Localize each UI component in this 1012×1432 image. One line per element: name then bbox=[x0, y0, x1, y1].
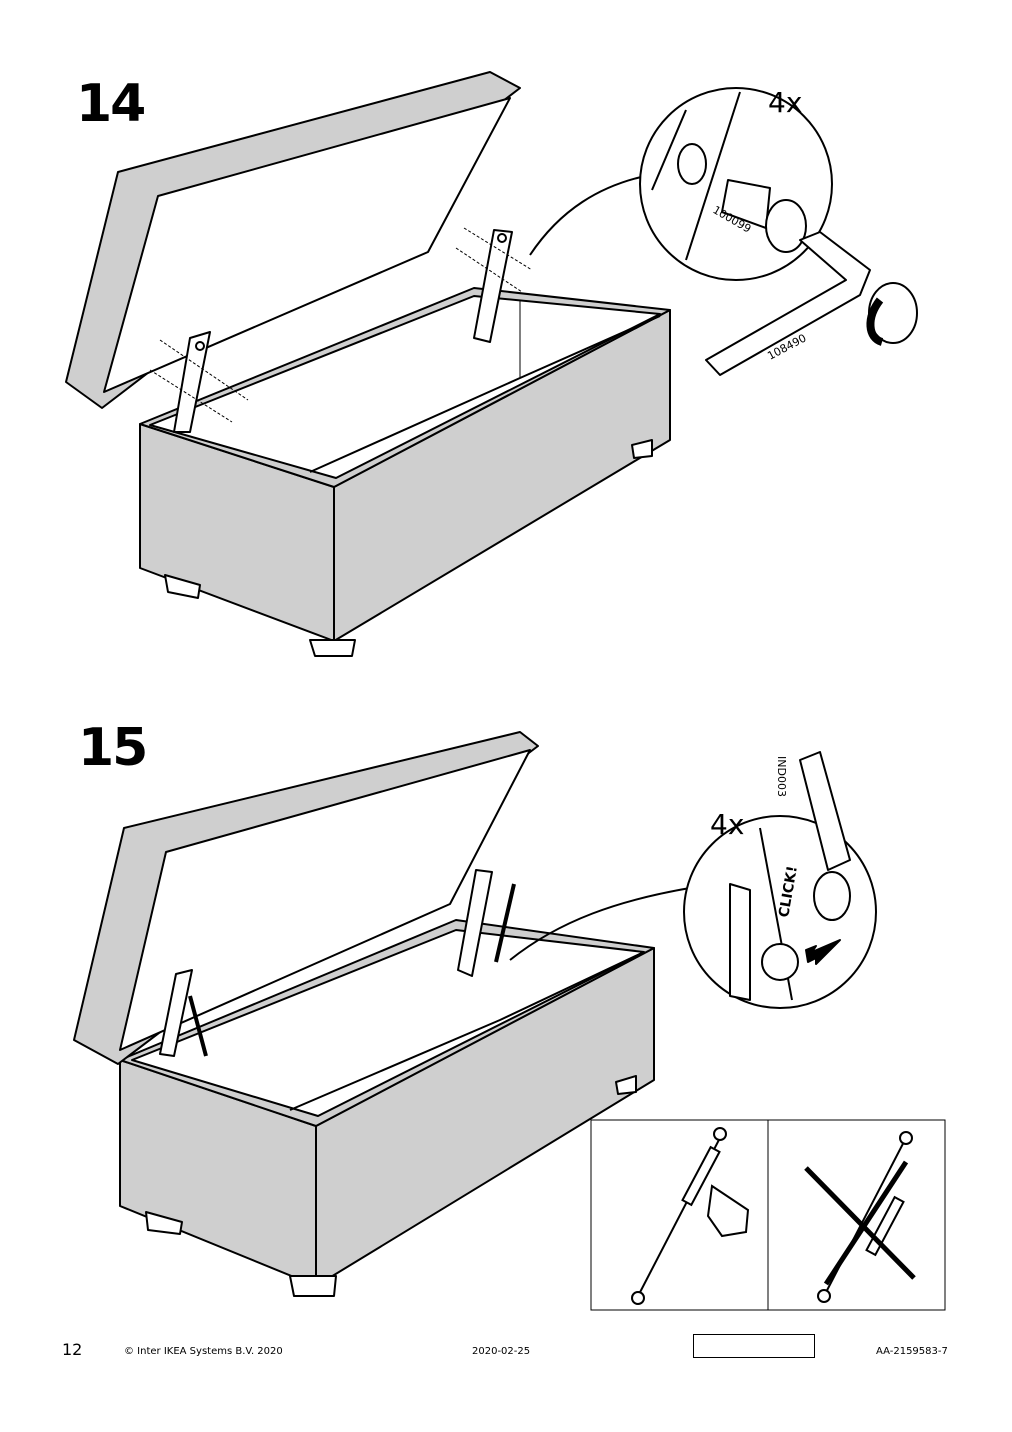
page-number: 12 bbox=[62, 1340, 83, 1359]
screws bbox=[149, 227, 533, 423]
blank-box bbox=[693, 1334, 815, 1358]
leg-front-left-15 bbox=[145, 1211, 183, 1235]
quantity-label-15: 4x bbox=[710, 808, 744, 841]
strut-correct bbox=[631, 1127, 727, 1305]
leg-front-right-15 bbox=[289, 1275, 337, 1297]
lid-underside-15 bbox=[119, 749, 531, 1051]
leg-back-right-15 bbox=[615, 1075, 637, 1095]
step-number-14: 14 bbox=[76, 74, 146, 134]
hinge-left bbox=[173, 331, 211, 433]
cross-icon bbox=[804, 1160, 916, 1286]
callout-pointer bbox=[529, 174, 651, 256]
quantity-label-14: 4x bbox=[768, 86, 802, 119]
tool-id-label: IND003 bbox=[775, 756, 788, 797]
rotate-arrow-icon bbox=[866, 282, 918, 346]
step14-illustration bbox=[65, 71, 918, 657]
push-arrow-icon bbox=[805, 939, 841, 965]
document-id: AA-2159583-7 bbox=[876, 1346, 948, 1357]
ottoman-interior bbox=[149, 295, 661, 479]
hinge-right bbox=[473, 229, 513, 343]
gas-strut-right bbox=[494, 883, 516, 963]
leg-front-right bbox=[309, 639, 356, 657]
lid-underside bbox=[103, 97, 511, 393]
hand-icon bbox=[706, 1184, 750, 1238]
callout-pointer-15 bbox=[509, 887, 691, 961]
strut-detail bbox=[729, 883, 751, 1001]
hinge-right-15 bbox=[457, 869, 493, 977]
document-date: 2020-02-25 bbox=[472, 1346, 531, 1357]
screw-detail bbox=[721, 179, 807, 253]
hinge-left-15 bbox=[159, 969, 193, 1057]
allen-key bbox=[705, 231, 871, 376]
step15-illustration bbox=[73, 731, 877, 1297]
leg-back-right bbox=[631, 439, 653, 459]
step-number-15: 15 bbox=[78, 718, 148, 778]
copyright-text: © Inter IKEA Systems B.V. 2020 bbox=[124, 1346, 283, 1357]
ind003-tool bbox=[799, 751, 851, 871]
do-dont-panel bbox=[590, 1119, 946, 1311]
gas-strut-left bbox=[188, 995, 208, 1057]
leg-front-left bbox=[164, 574, 201, 599]
